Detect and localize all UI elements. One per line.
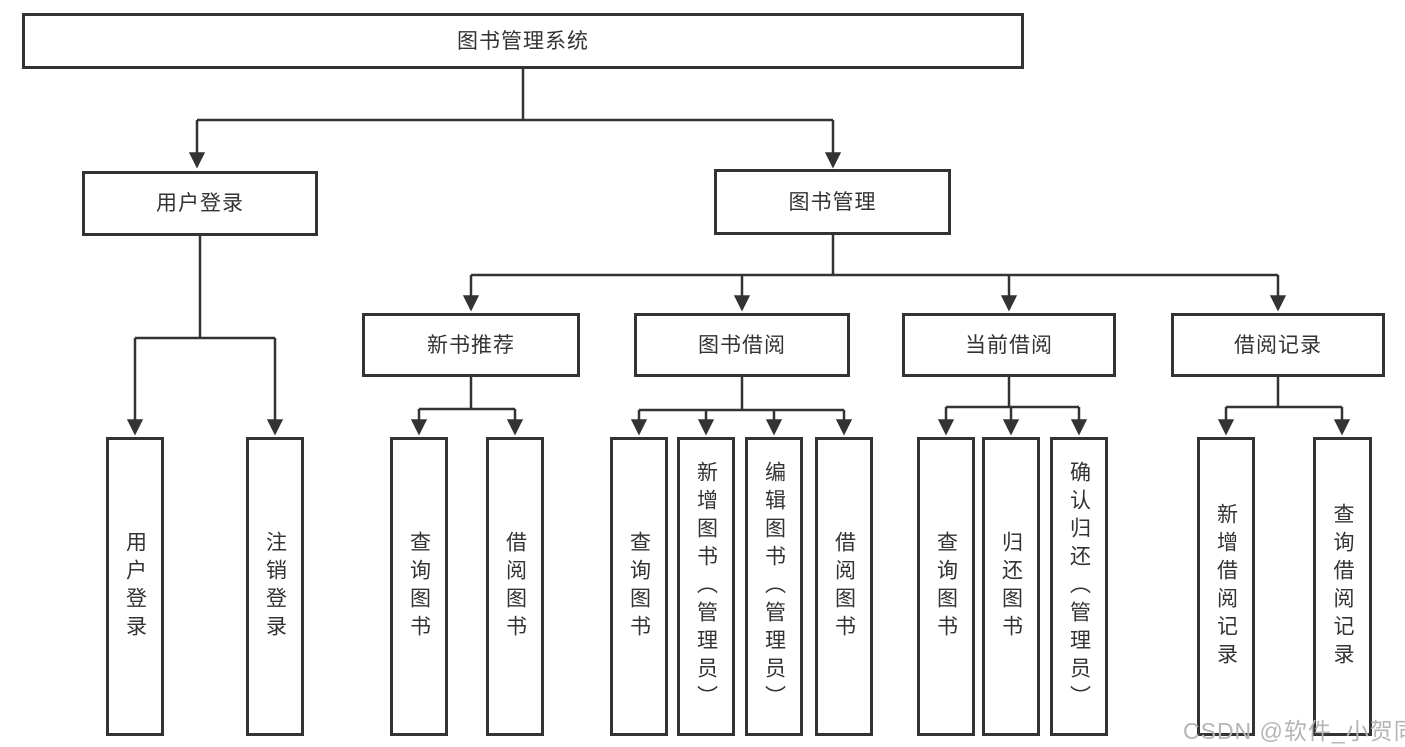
node-label: 用户登录 <box>156 192 244 215</box>
leaf-label: 新增借阅记录 <box>1214 502 1238 671</box>
node-label: 新书推荐 <box>427 333 515 357</box>
node-label: 图书借阅 <box>698 333 786 357</box>
leaf-label: 用户登录 <box>123 530 147 643</box>
leaf-edit-books-admin: 编辑图书（管理员） <box>745 437 803 736</box>
leaf-add-borrow-record: 新增借阅记录 <box>1197 437 1255 736</box>
leaf-user-login: 用户登录 <box>106 437 164 736</box>
node-borrowing-records: 借阅记录 <box>1171 313 1385 377</box>
node-user-login: 用户登录 <box>82 171 318 236</box>
leaf-confirm-return-admin: 确认归还（管理员） <box>1050 437 1108 736</box>
leaf-label: 归还图书 <box>999 530 1023 643</box>
leaf-label: 注销登录 <box>263 530 287 643</box>
leaf-label: 编辑图书（管理员） <box>762 460 786 713</box>
leaf-return-books: 归还图书 <box>982 437 1040 736</box>
node-book-borrowing: 图书借阅 <box>634 313 850 377</box>
leaf-query-borrow-record: 查询借阅记录 <box>1313 437 1372 736</box>
node-new-book-recommend: 新书推荐 <box>362 313 580 377</box>
node-label: 图书管理 <box>788 190 877 214</box>
node-root-library-system: 图书管理系统 <box>22 13 1024 69</box>
leaf-add-books-admin: 新增图书（管理员） <box>677 437 735 736</box>
connector-book-borrow-branch <box>630 377 853 436</box>
leaf-label: 查询借阅记录 <box>1331 502 1354 671</box>
leaf-query-books-3: 查询图书 <box>917 437 975 736</box>
leaf-query-books-2: 查询图书 <box>610 437 668 736</box>
node-label: 借阅记录 <box>1234 333 1322 357</box>
leaf-label: 借阅图书 <box>503 530 527 643</box>
leaf-label: 新增图书（管理员） <box>694 460 718 713</box>
leaf-borrow-books-1: 借阅图书 <box>486 437 544 736</box>
leaf-label: 查询图书 <box>934 530 958 643</box>
node-label: 当前借阅 <box>965 333 1053 357</box>
connector-user-login-branch <box>126 236 284 436</box>
connector-borrow-records-branch <box>1217 377 1351 436</box>
csdn-watermark: CSDN @软件_小贺同学 <box>1183 718 1405 744</box>
leaf-label: 查询图书 <box>407 530 431 643</box>
leaf-logout: 注销登录 <box>246 437 304 736</box>
leaf-label: 确认归还（管理员） <box>1067 460 1091 713</box>
node-book-management: 图书管理 <box>714 169 951 235</box>
node-label: 图书管理系统 <box>457 29 589 53</box>
connector-current-borrow-branch <box>937 377 1088 436</box>
leaf-label: 查询图书 <box>627 530 651 643</box>
connector-root-branch <box>188 69 842 169</box>
leaf-label: 借阅图书 <box>832 530 856 643</box>
connector-book-mgmt-branch <box>462 235 1287 312</box>
leaf-query-books-1: 查询图书 <box>390 437 448 736</box>
leaf-borrow-books-2: 借阅图书 <box>815 437 873 736</box>
node-current-borrowing: 当前借阅 <box>902 313 1116 377</box>
connector-new-books-branch <box>410 377 524 436</box>
